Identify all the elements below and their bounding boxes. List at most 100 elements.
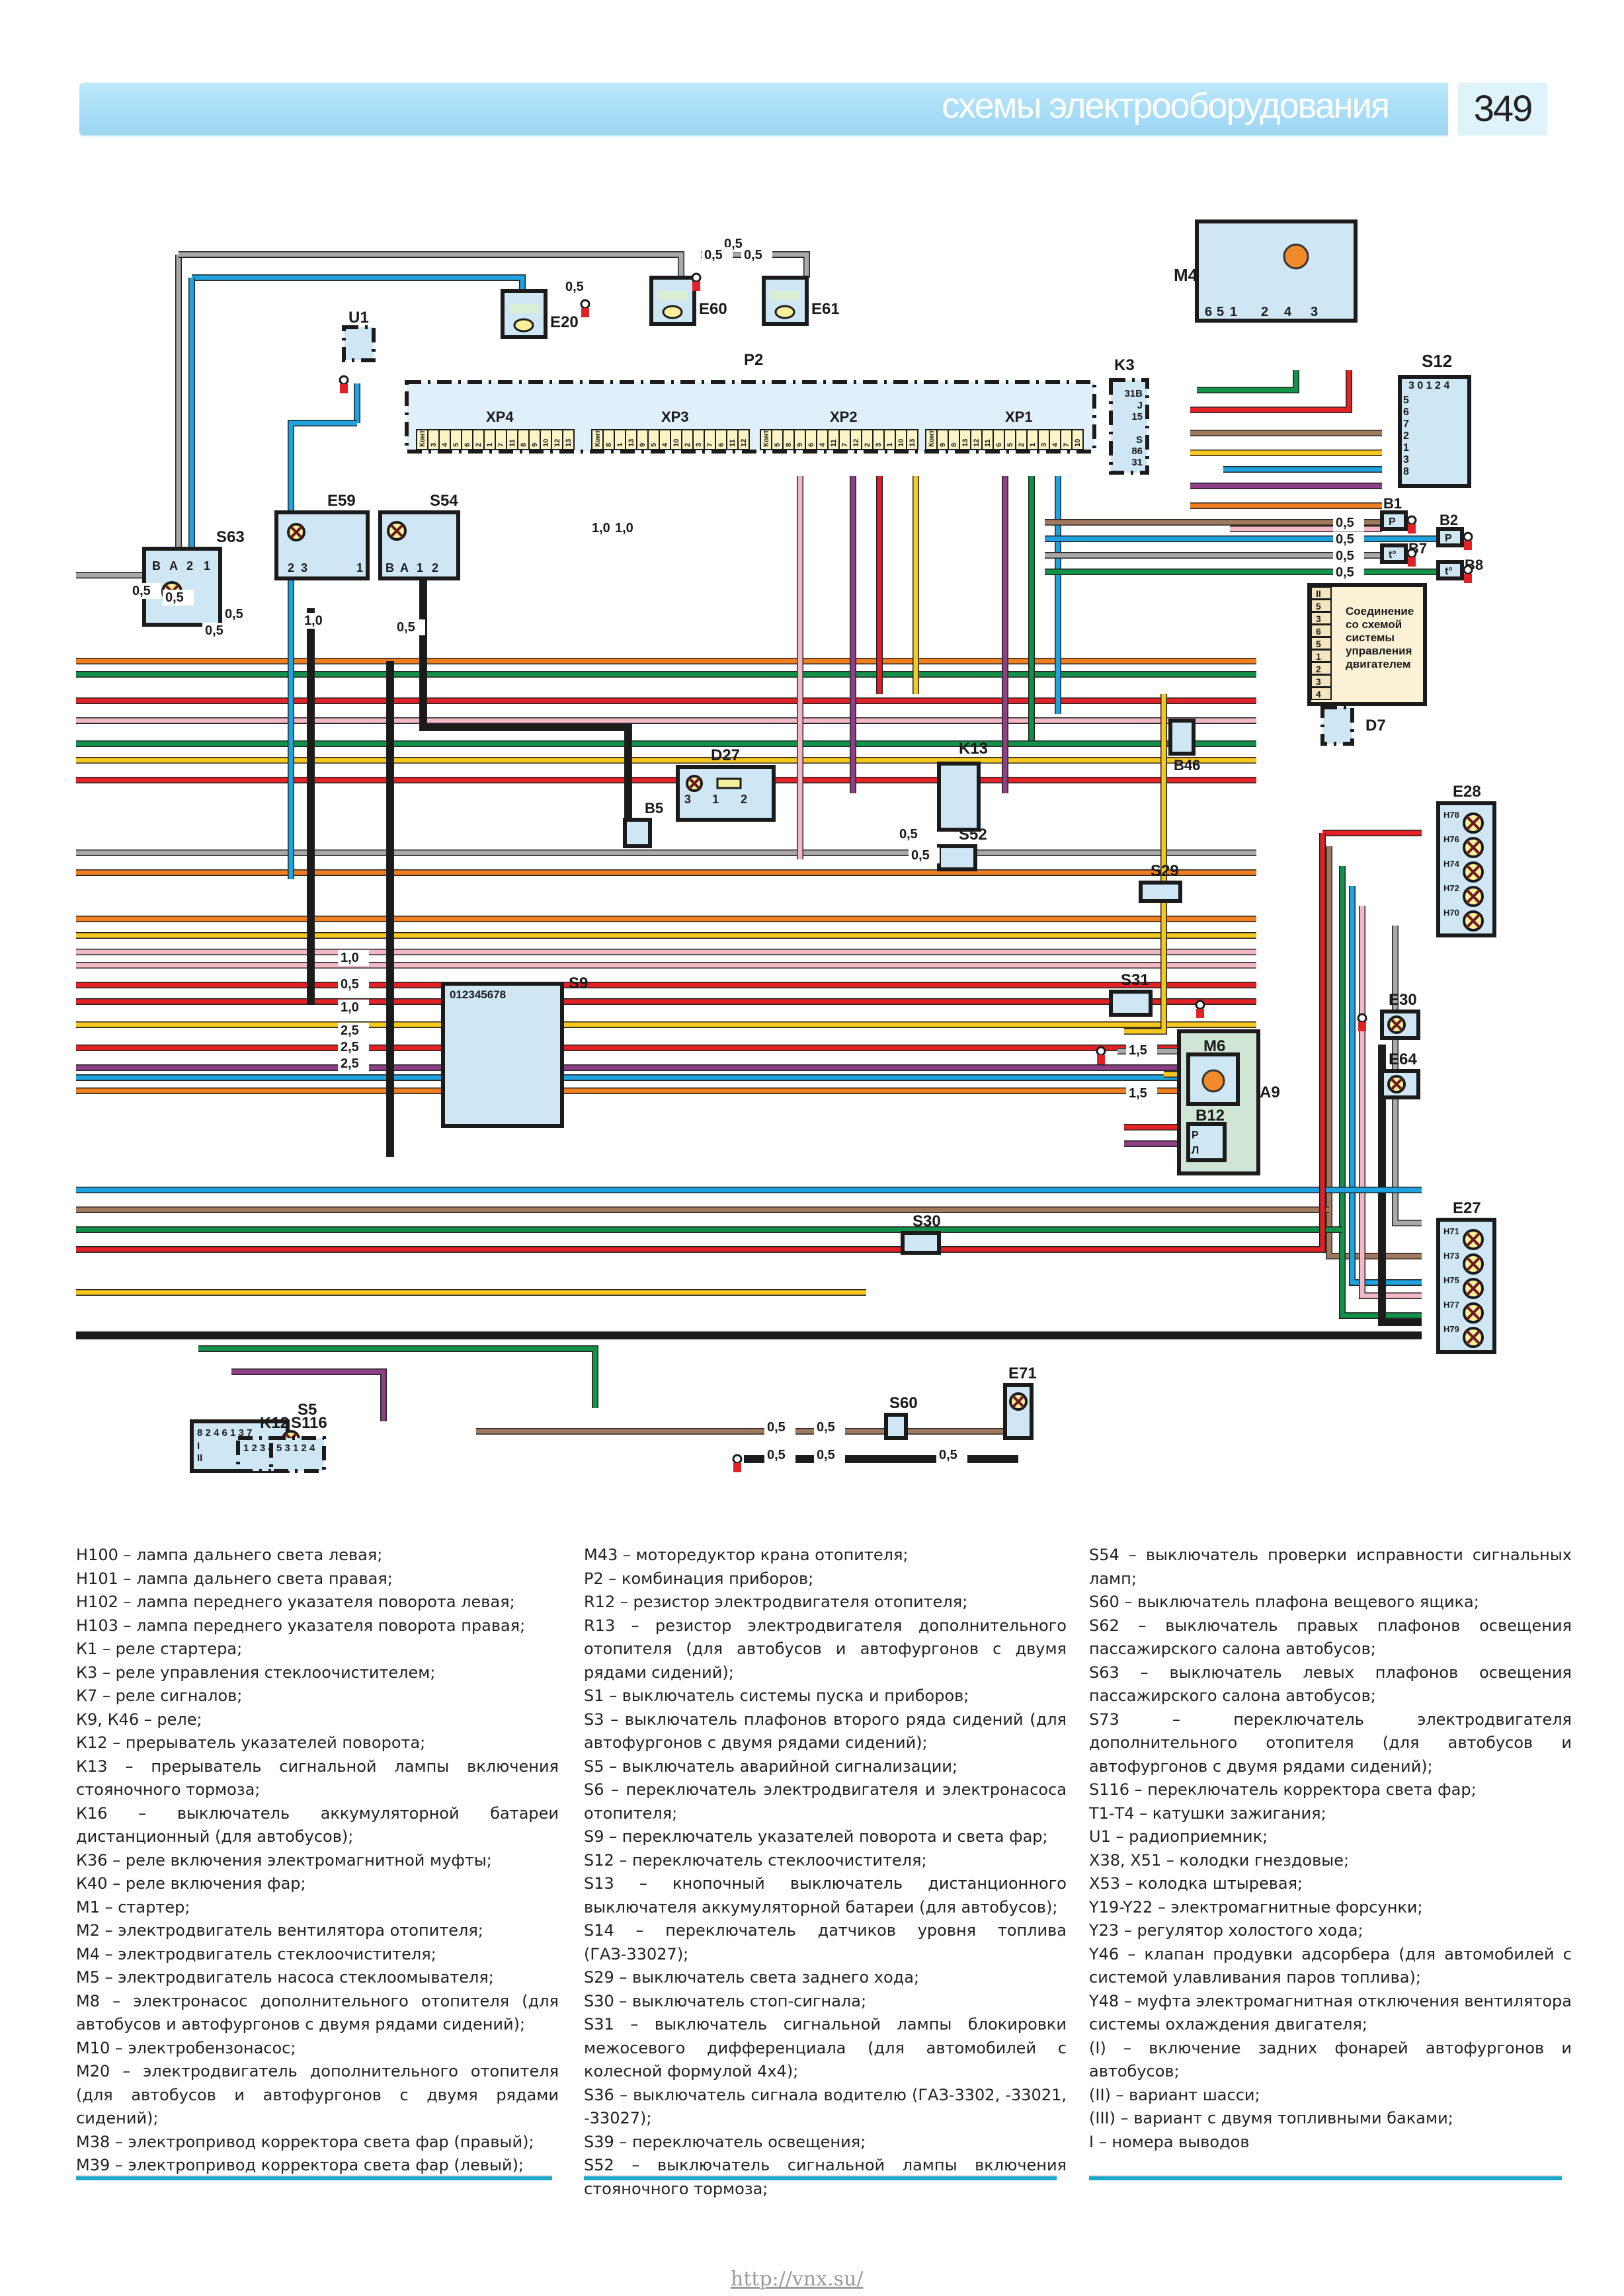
interrupter-k13 (937, 762, 981, 832)
wiper-motor-m4 (1195, 219, 1358, 323)
legend-item: I – номера выводов (1089, 2132, 1250, 2151)
connector-pin-label: 13 (961, 439, 969, 447)
lamp-lens (658, 291, 688, 300)
e59-pin-label: 3 (301, 561, 307, 574)
brake-switch-s30 (901, 1231, 941, 1255)
radio-u1-box (342, 325, 376, 362)
connector-pin-label: 5 (650, 443, 658, 447)
gauge-bg (338, 1056, 369, 1072)
lamp-h72-icon-cross (1465, 889, 1481, 904)
component-label-e28: E28 (1453, 783, 1481, 801)
connector-pin-label: 9 (531, 443, 539, 447)
sensor-symbol: P (1445, 533, 1452, 544)
ecu-pin-label: 2 (1316, 664, 1321, 674)
connector-pin-label: 12 (973, 439, 981, 447)
connector-pin-label: 10 (897, 439, 905, 447)
ground-b7 (1408, 557, 1416, 567)
ground-e30-terminal (1357, 1013, 1367, 1023)
legend-item: М43 – моторедуктор крана отопителя; (584, 1546, 909, 1564)
ecu-pin-label: 5 (1316, 601, 1321, 612)
connector-pin-label: 2 (1018, 443, 1026, 447)
component-label-m6: M6 (1203, 1037, 1225, 1055)
lamp-bulb-icon (513, 318, 534, 333)
wire-blue-u1-down (288, 420, 357, 879)
legend-item: X53 – колодка штыревая; (1089, 1874, 1303, 1893)
motor-icon (1201, 1069, 1225, 1093)
component-label-s63: S63 (216, 528, 245, 546)
resistor-icon (716, 777, 742, 789)
diff-lock-switch-s31 (1109, 990, 1153, 1017)
gauge-bg (1333, 548, 1364, 564)
connector-pin-label: 5 (1006, 443, 1014, 447)
legend-item: К16 – выключатель аккумуляторной батареи… (76, 1803, 559, 1846)
gauge-bg (764, 1419, 795, 1435)
component-label-e30: E30 (1389, 991, 1417, 1009)
component-label-s9: S9 (569, 974, 588, 992)
legend-item: К36 – реле включения электромагнитной му… (76, 1850, 492, 1870)
wire-pink-e28 (1360, 906, 1422, 1298)
ecu-pin-label: 3 (1316, 676, 1321, 687)
component-label-e61: E61 (811, 300, 840, 318)
wire-grey-e60 (179, 252, 684, 278)
lamp-icon-cross (290, 526, 303, 539)
footer-url[interactable]: http://vnx.su/ (731, 2268, 864, 2291)
legend-item: S116 – переключатель корректора света фа… (1089, 1780, 1477, 1799)
legend-item: S1 – выключатель системы пуска и приборо… (584, 1686, 969, 1705)
connector-label-xp2: XP2 (830, 409, 858, 425)
section-header-bar: схемы электрооборудования (79, 83, 1448, 136)
legend-item: К9, К46 – реле; (76, 1710, 202, 1729)
legend-item: S13 – кнопочный выключатель дистанционно… (584, 1874, 1067, 1917)
sensor-b8 (1436, 560, 1464, 580)
connector-pin-label: 11 (729, 439, 737, 447)
gauge-bg (222, 606, 253, 622)
component-label-d7: D7 (1365, 717, 1386, 734)
reverse-switch-s29 (1139, 881, 1182, 903)
s63-pin-label: 2 (186, 559, 193, 573)
ecu-box-text: системы (1346, 631, 1395, 644)
lamp-icon-cross (688, 777, 701, 790)
ecu-pin-cell (1311, 662, 1332, 675)
connector-pin-label: 3 (1040, 443, 1048, 447)
b12-symbol: Л (1192, 1145, 1199, 1156)
connector-pin-label: 3 (875, 443, 883, 447)
connector-pin-label: 11 (830, 439, 838, 447)
legend-item: S5 – выключатель аварийной сигнализации; (584, 1757, 958, 1776)
legend-item: К7 – реле сигналов; (76, 1686, 243, 1705)
connector-pin-label: 1 (616, 443, 624, 447)
connector-pin-label: 8 (520, 443, 528, 447)
legend-item: (II) – вариант шасси; (1089, 2085, 1260, 2104)
gauge-bg (338, 1000, 369, 1015)
legend-item: S14 – переключатель датчиков уровня топл… (584, 1921, 1067, 1963)
wire-gauge-label: 0,5 (899, 827, 918, 842)
connector-pin-label: 9 (639, 443, 647, 447)
component-label-s31: S31 (1121, 971, 1149, 989)
wire-gauge-label: 0,5 (1336, 532, 1354, 547)
m4-pin-label: 6 (1205, 305, 1212, 319)
connector-pin-label: Конт (419, 430, 426, 447)
connector-label-xp1: XP1 (1005, 409, 1033, 425)
sensor-b2 (1436, 527, 1464, 547)
connector-pin-label: 1 (1029, 443, 1037, 447)
connector-pin-label: 10 (542, 439, 550, 447)
ground-u1-terminal (339, 375, 349, 385)
ground-s60 (733, 1463, 741, 1472)
wire-gauge-label: 0,5 (911, 848, 930, 863)
legend-item: X38, X51 – колодки гнездовые; (1089, 1850, 1350, 1870)
sensor-b12 (1186, 1122, 1227, 1162)
sensor-b5 (623, 818, 652, 848)
wire-gauge-label: 0,5 (1336, 549, 1354, 563)
legend-item: К13 – прерыватель сигнальной лампы включ… (76, 1757, 559, 1800)
gauge-bg (130, 583, 161, 599)
legend-item: Р2 – комбинация приборов; (584, 1569, 814, 1588)
s63-pin-label: B (152, 559, 161, 573)
s12-pin-label: 1 (1403, 442, 1409, 454)
wire-gauge-label: 0,5 (817, 1448, 835, 1462)
wire-layer (76, 251, 1461, 1463)
wire-gauge-label: 0,5 (1336, 565, 1354, 580)
component-label-s54: S54 (430, 492, 458, 510)
gauge-bg (1126, 1043, 1157, 1058)
connector-pin-label: 9 (939, 443, 947, 447)
connector-pin-label: 3 (695, 443, 703, 447)
lamp-h74-icon-cross (1465, 864, 1481, 880)
legend-column-3: S54 – выключатель проверки исправности с… (1089, 1544, 1572, 2154)
